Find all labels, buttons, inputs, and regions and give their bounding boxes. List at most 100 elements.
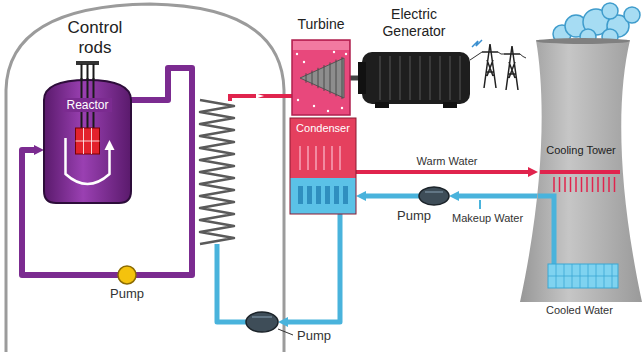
steam-droplet [297, 99, 299, 101]
turbine-blade [306, 73, 307, 82]
warm-water-spray [608, 177, 610, 192]
generator-foot [375, 102, 389, 108]
steam-droplet [327, 110, 329, 112]
label-holder: Control rods [55, 18, 135, 59]
generator-rib [439, 56, 441, 100]
pipe-connector [363, 194, 419, 199]
makeup-water-leader [479, 200, 481, 209]
turbine-rotor [300, 58, 344, 98]
steam-droplet [313, 105, 315, 107]
fuel-grid [76, 128, 100, 154]
pipe-connector [456, 194, 538, 199]
feedwater-pipe [217, 244, 246, 322]
turbine-blade [312, 71, 313, 86]
reactor-vessel [44, 80, 131, 203]
turbine-blade [318, 68, 319, 88]
generator-rib [429, 56, 431, 100]
generator-rib [399, 56, 401, 100]
condenser-tube [331, 146, 333, 170]
generator-rib [409, 56, 411, 100]
warm-water-distributor [540, 170, 620, 174]
generator-end-cap [358, 62, 366, 94]
pump: Pump [105, 264, 149, 306]
turbine-blade [342, 57, 343, 99]
condenser-tube [323, 146, 325, 170]
generator-rib [459, 56, 461, 100]
warm-water-spray [553, 177, 555, 192]
steam-droplet [296, 53, 298, 55]
part-label: Cooled Water [546, 304, 613, 317]
turbine-blade [336, 60, 337, 97]
reactor-vessel: Reactor [40, 78, 135, 205]
condenser-tube [343, 186, 348, 204]
warm-water-spray [586, 177, 588, 192]
label-holder: Makeup Water [452, 212, 562, 225]
primary-loop-pipe [131, 68, 192, 275]
warm-water-spray [614, 177, 616, 192]
steam-puff [602, 3, 618, 19]
turbine: Turbine [284, 16, 358, 115]
transmission-tower [504, 46, 520, 90]
condenser-tube [316, 186, 321, 204]
generator-foot [443, 102, 457, 108]
steam-flow-arrow [256, 94, 264, 99]
pump-symbol [419, 187, 449, 205]
warm-water-spray [603, 177, 605, 192]
coolant-flow-arrowhead [105, 140, 115, 150]
condenser-outline [290, 118, 356, 214]
warm-water-spray [575, 177, 577, 192]
cooling-tower-rim [536, 38, 630, 44]
condenser-tube [298, 186, 303, 204]
turbine-casing [292, 40, 350, 115]
generator-rib [389, 56, 391, 100]
steam-droplet [341, 107, 343, 109]
cooling-tower: Cooling Tower [520, 40, 642, 302]
leader-line [278, 329, 293, 335]
electricity-spark [472, 40, 482, 47]
node-label: Pump [110, 286, 144, 302]
condenser-steam-space [290, 118, 356, 178]
turbine-blade [324, 65, 325, 91]
reactor-core [76, 128, 100, 154]
node-label: Pump [297, 328, 331, 344]
cooling-tower-shell [520, 40, 642, 302]
condenser-tube [307, 146, 309, 170]
condenser-tube [339, 146, 341, 170]
label-holder: Cooled Water [546, 304, 642, 317]
pump-highlight [425, 191, 443, 193]
electric-generator: Electric Generator [355, 6, 473, 106]
basin-grid [548, 276, 618, 277]
node-label: Pump [397, 208, 431, 224]
warm-water-spray [564, 177, 566, 192]
steam-generator-coil [200, 100, 234, 244]
cooling-tower-outline [538, 40, 624, 302]
transmission-tower [482, 44, 498, 88]
steam-droplet [303, 61, 305, 63]
condenser-water-space [290, 178, 356, 214]
warm-water-spray [592, 177, 594, 192]
node-label: Condenser [296, 122, 350, 135]
warm-water-spray [559, 177, 561, 192]
generator-rib [419, 56, 421, 100]
coolant-flow-arrow [66, 138, 110, 184]
pump-symbol [118, 266, 136, 284]
pump-symbol [246, 312, 278, 332]
pipe-connector [356, 170, 531, 174]
cooling-tower-shape [520, 40, 642, 302]
edge-label-holder: Warm Water [415, 155, 480, 168]
node-label: Cooling Tower [546, 144, 616, 157]
steam-droplet [345, 53, 347, 55]
generator-rib [379, 56, 381, 100]
pump: Pump [244, 310, 344, 348]
steam-puff [624, 7, 640, 23]
generator-rib [449, 56, 451, 100]
condenser-tube [299, 146, 301, 170]
cooled-water-basin [548, 264, 618, 288]
containment-building [6, 4, 284, 352]
turbine-highlight [293, 41, 349, 50]
pipe-connector [285, 214, 340, 322]
generator-body [362, 52, 470, 104]
flow-label: Warm Water [415, 155, 480, 168]
condenser-tube [325, 186, 330, 204]
